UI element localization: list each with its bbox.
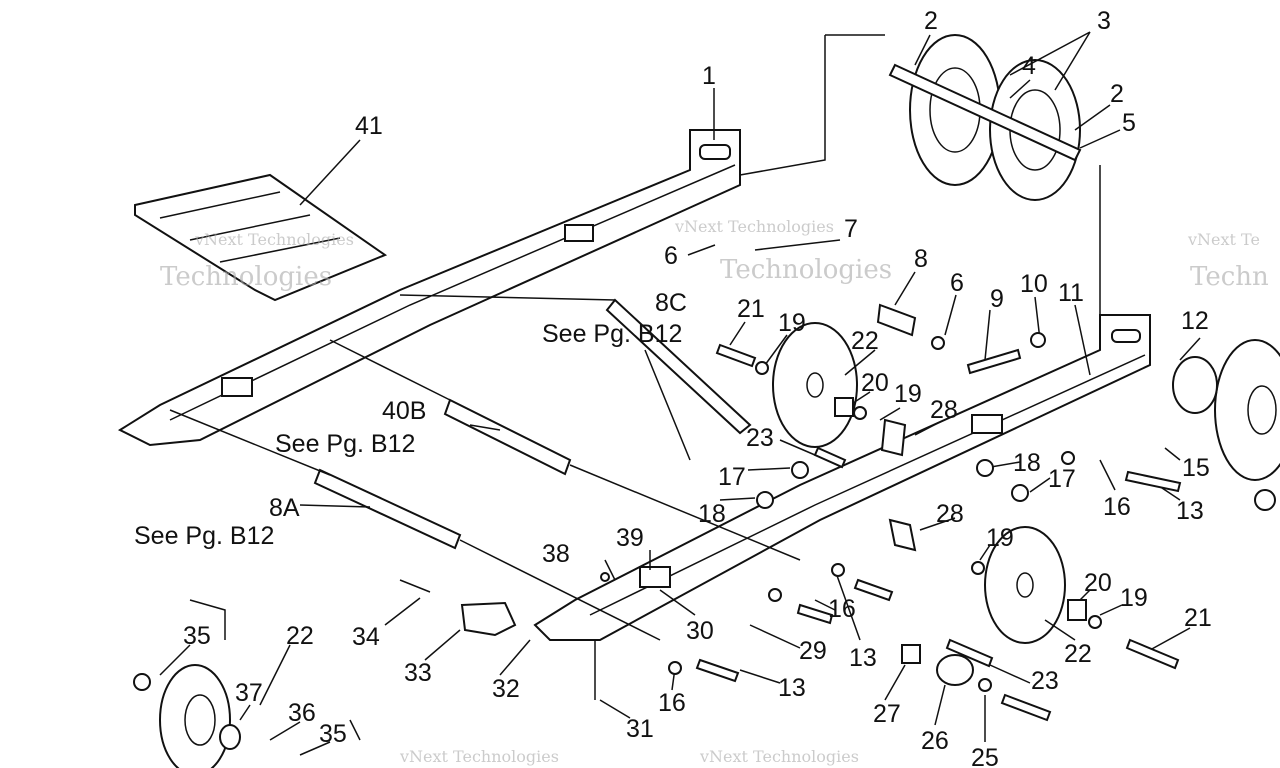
svg-text:Techn: Techn xyxy=(1190,262,1269,292)
callout-13: 13 xyxy=(1176,497,1204,525)
svg-text:vNext Te: vNext Te xyxy=(1187,230,1260,249)
callout-21: 21 xyxy=(1184,604,1212,632)
callout-22: 22 xyxy=(286,622,314,650)
callout-37: 37 xyxy=(235,679,263,707)
callout-4: 4 xyxy=(1022,52,1036,80)
callout-35: 35 xyxy=(319,720,347,748)
callout-21: 21 xyxy=(737,295,765,323)
svg-text:Technologies: Technologies xyxy=(160,262,332,292)
callout-39: 39 xyxy=(616,524,644,552)
callout-17: 17 xyxy=(1048,465,1076,493)
callout-10: 10 xyxy=(1020,270,1048,298)
left-rail xyxy=(117,129,741,447)
callout-labels: 1 41 2 3 4 2 5 7 6 8 6 9 10 11 12 8C See… xyxy=(134,7,1212,768)
cross-tubes xyxy=(169,294,801,641)
callout-18: 18 xyxy=(698,500,726,528)
callout-26: 26 xyxy=(921,727,949,755)
callout-6: 6 xyxy=(950,269,964,297)
callout-20: 20 xyxy=(861,369,889,397)
see-page-note: See Pg. B12 xyxy=(134,522,274,550)
callout-18: 18 xyxy=(1013,449,1041,477)
callout-11: 11 xyxy=(1058,279,1084,307)
svg-text:vNext Technologies: vNext Technologies xyxy=(674,217,834,236)
callout-17: 17 xyxy=(718,463,746,491)
callout-16: 16 xyxy=(658,689,686,717)
callout-22: 22 xyxy=(1064,640,1092,668)
watermark: vNext Technologies Technologies vNext Te… xyxy=(160,217,1269,766)
callout-19: 19 xyxy=(778,309,806,337)
callout-32: 32 xyxy=(492,675,520,703)
callout-16: 16 xyxy=(1103,493,1131,521)
callout-16: 16 xyxy=(828,595,856,623)
callout-34: 34 xyxy=(352,623,380,651)
callout-23: 23 xyxy=(1031,667,1059,695)
callout-27: 27 xyxy=(873,700,901,728)
callout-19: 19 xyxy=(986,524,1014,552)
callout-13: 13 xyxy=(778,674,806,702)
leader-lines xyxy=(159,31,1201,756)
svg-text:vNext Technologies: vNext Technologies xyxy=(699,747,859,766)
callout-28: 28 xyxy=(930,396,958,424)
callout-23: 23 xyxy=(746,424,774,452)
idler-wheels xyxy=(159,34,1280,768)
callout-8c: 8C xyxy=(655,289,687,317)
callout-25: 25 xyxy=(971,744,999,768)
callout-29: 29 xyxy=(799,637,827,665)
callout-19: 19 xyxy=(1120,584,1148,612)
see-page-note: See Pg. B12 xyxy=(275,430,415,458)
callout-1: 1 xyxy=(702,62,716,90)
callout-7: 7 xyxy=(844,215,858,243)
callout-28: 28 xyxy=(936,500,964,528)
callout-15: 15 xyxy=(1182,454,1210,482)
callout-20: 20 xyxy=(1084,569,1112,597)
callout-40b: 40B xyxy=(382,397,426,425)
hardware xyxy=(133,303,1276,750)
callout-22: 22 xyxy=(851,327,879,355)
see-page-note: See Pg. B12 xyxy=(542,320,682,348)
svg-text:vNext Technologies: vNext Technologies xyxy=(399,747,559,766)
svg-text:vNext Technologies: vNext Technologies xyxy=(194,230,354,249)
callout-33: 33 xyxy=(404,659,432,687)
callout-9: 9 xyxy=(990,285,1004,313)
callout-12: 12 xyxy=(1181,307,1209,335)
callout-30: 30 xyxy=(686,617,714,645)
callout-35: 35 xyxy=(183,622,211,650)
callout-19: 19 xyxy=(894,380,922,408)
callout-3: 3 xyxy=(1097,7,1111,35)
svg-text:Technologies: Technologies xyxy=(720,255,892,285)
callout-2: 2 xyxy=(924,7,938,35)
callout-41: 41 xyxy=(355,112,383,140)
callout-2: 2 xyxy=(1110,80,1124,108)
part-41-tray xyxy=(134,173,388,302)
callout-8a: 8A xyxy=(269,494,300,522)
callout-36: 36 xyxy=(288,699,316,727)
callout-38: 38 xyxy=(542,540,570,568)
right-rail xyxy=(533,314,1151,641)
callout-31: 31 xyxy=(626,715,654,743)
callout-13: 13 xyxy=(849,644,877,672)
callout-8: 8 xyxy=(914,245,928,273)
callout-6: 6 xyxy=(664,242,678,270)
callout-5: 5 xyxy=(1122,109,1136,137)
